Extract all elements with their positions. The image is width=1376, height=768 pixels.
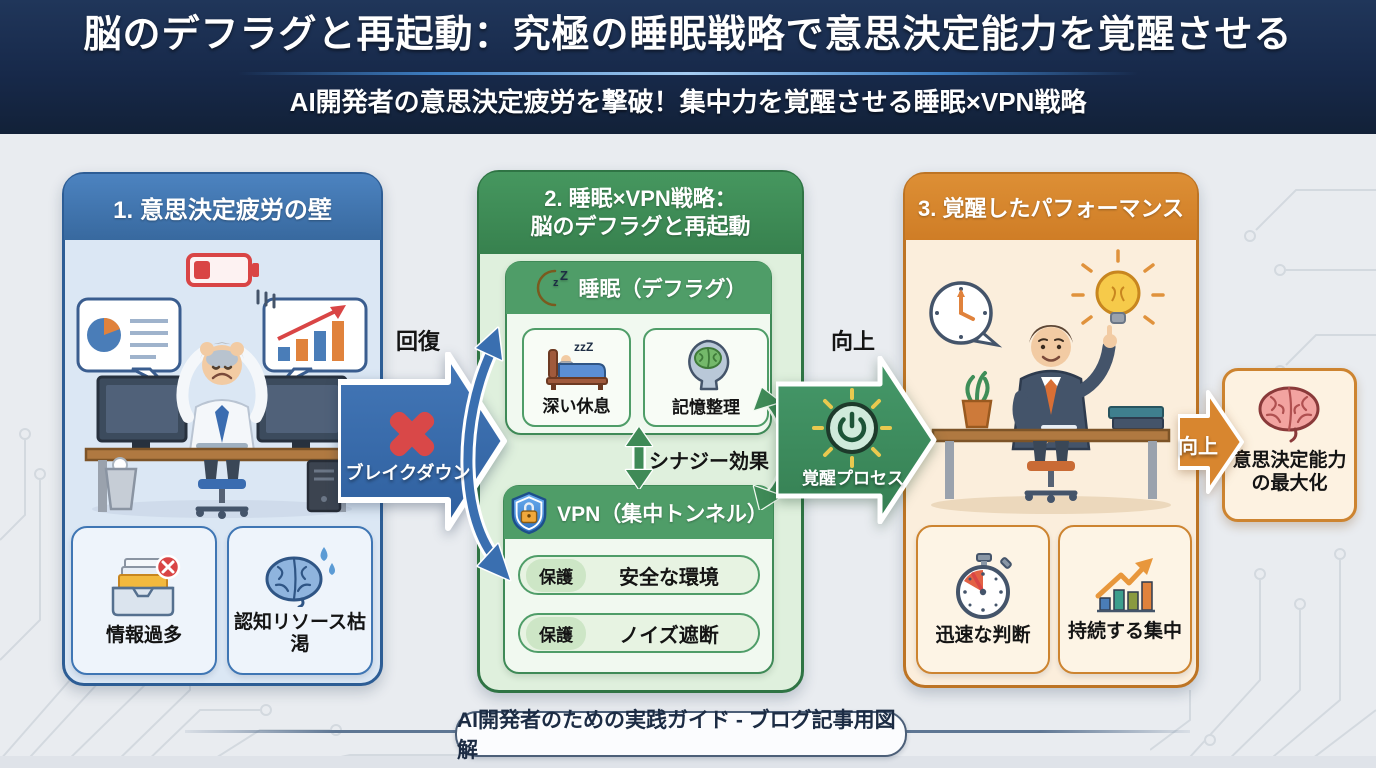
vpn-row-label: 安全な環境	[619, 566, 719, 589]
books-stack	[1108, 406, 1164, 430]
svg-text:zzZ: zzZ	[574, 340, 593, 354]
fatigue-item-cognitive-depletion: 認知リソース枯渇	[227, 526, 373, 675]
panel-performance-title: 3. 覚醒したパフォーマンス	[905, 174, 1197, 240]
clock-bubble	[929, 281, 1003, 348]
footer-caption-pill: AI開発者のための実践ガイド - ブログ記事用図解	[455, 709, 907, 762]
brain-icon	[1258, 386, 1319, 443]
stressed-developer-illustration	[76, 253, 368, 519]
recovery-curved-arrow	[460, 326, 512, 582]
stopwatch-icon	[956, 553, 1012, 619]
fatigue-item-label: 認知リソース枯渇	[233, 612, 367, 655]
circuit-pattern	[1150, 548, 1376, 768]
desk	[84, 447, 360, 462]
sleep-item-memory-organize: 記憶整理	[643, 328, 769, 427]
low-battery-icon	[186, 253, 259, 287]
bed-icon: zzZ	[545, 340, 608, 390]
fatigue-item-label: 情報過多	[105, 625, 182, 646]
trash-bin	[104, 457, 138, 511]
protect-badge: 保護	[526, 616, 586, 650]
office-chair	[195, 460, 249, 519]
outcome-label-line1: 意思決定能力	[1232, 450, 1347, 471]
performance-item-sustained-focus: 持続する集中	[1058, 525, 1192, 674]
bottom-strip	[0, 756, 1376, 768]
boost-label: 向上	[1178, 436, 1218, 458]
recovery-label: 回復	[396, 329, 441, 354]
fatigue-item-info-overload: 情報過多	[71, 526, 217, 675]
confident-developer-illustration	[929, 249, 1171, 514]
header-banner: 脳のデフラグと再起動：究極の睡眠戦略で意思決定能力を覚醒させる AI開発者の意思…	[0, 0, 1376, 134]
sleep-item-label: 記憶整理	[672, 398, 740, 417]
outcome-box: 意思決定能力 の最大化	[1222, 368, 1357, 522]
sleep-item-label: 深い休息	[542, 397, 611, 416]
panel-decision-fatigue-title: 1. 意思決定疲労の壁	[64, 174, 381, 240]
outcome-label: 意思決定能力 の最大化	[1232, 449, 1346, 495]
breakdown-label: ブレイクダウン	[345, 463, 471, 483]
awakening-label: 覚醒プロセス	[802, 469, 904, 488]
sleep-card-title: 睡眠（デフラグ）	[578, 278, 747, 301]
vpn-card-header: VPN（集中トンネル）	[504, 486, 773, 539]
sleep-card-header: z Z 睡眠（デフラグ）	[506, 262, 771, 314]
growth-chart-icon	[1095, 558, 1155, 613]
monitor-right	[256, 375, 348, 456]
synergy-double-arrow	[624, 427, 654, 489]
protect-badge: 保護	[526, 558, 586, 592]
inbox-overload-icon	[111, 554, 181, 617]
performance-item-quick-judgment: 迅速な判断	[916, 525, 1050, 674]
keyboard	[196, 443, 248, 449]
vpn-card: VPN（集中トンネル） 保護 安全な環境 保護 ノイズ遮断	[503, 485, 774, 674]
vpn-row-noise-block: 保護 ノイズ遮断	[518, 613, 760, 653]
boost-arrow	[1178, 390, 1244, 494]
svg-text:Z: Z	[560, 268, 568, 283]
sleep-item-deep-rest: zzZ 深い休息	[522, 328, 631, 427]
vpn-row-label: ノイズ遮断	[619, 624, 719, 647]
header-divider	[238, 72, 1138, 75]
performance-item-label: 持続する集中	[1067, 621, 1182, 642]
moon-zzz-icon: z Z	[536, 268, 568, 307]
synergy-label: シナジー効果	[649, 451, 769, 473]
panel-decision-fatigue: 1. 意思決定疲労の壁	[62, 172, 383, 686]
monitor-left	[96, 375, 188, 456]
panel-strategy-title-line1: 2. 睡眠×VPN戦略：	[544, 186, 737, 211]
memory-head-icon	[688, 339, 730, 391]
outcome-label-line2: の最大化	[1251, 473, 1328, 494]
stressed-person	[176, 342, 268, 452]
page-subtitle: AI開発者の意思決定疲労を撃破！集中力を覚醒させる睡眠×VPN戦略	[289, 87, 1087, 117]
sweating-brain-icon	[265, 547, 335, 607]
page-title: 脳のデフラグと再起動：究極の睡眠戦略で意思決定能力を覚醒させる	[83, 14, 1293, 56]
svg-text:z: z	[553, 277, 559, 289]
panel-strategy-title: 2. 睡眠×VPN戦略： 脳のデフラグと再起動	[479, 172, 802, 254]
panel-sleep-vpn-strategy: 2. 睡眠×VPN戦略： 脳のデフラグと再起動 z Z 睡眠（デフラグ） zzZ	[477, 170, 804, 693]
footer-caption: AI開発者のための実践ガイド - ブログ記事用図解	[457, 709, 896, 762]
pie-chart-bubble	[76, 297, 182, 389]
stress-marks	[256, 289, 276, 309]
vpn-card-title: VPN（集中トンネル）	[557, 502, 768, 526]
desk	[931, 428, 1171, 443]
performance-item-label: 迅速な判断	[935, 625, 1031, 646]
sleep-card: z Z 睡眠（デフラグ） zzZ 深い休息	[505, 261, 772, 435]
improvement-label: 向上	[831, 329, 876, 354]
awakening-arrow	[776, 356, 937, 524]
panel-strategy-title-line2: 脳のデフラグと再起動	[530, 214, 751, 239]
vpn-row-safe-environment: 保護 安全な環境	[518, 555, 760, 595]
x-mark-icon	[389, 411, 435, 457]
panel-awakened-performance: 3. 覚醒したパフォーマンス	[903, 172, 1199, 688]
pc-tower	[306, 459, 342, 513]
light-bulb-icon	[1071, 249, 1165, 325]
plant	[961, 371, 993, 429]
office-chair	[1024, 441, 1078, 503]
shield-lock-icon	[511, 491, 547, 534]
power-button-icon	[812, 388, 892, 468]
